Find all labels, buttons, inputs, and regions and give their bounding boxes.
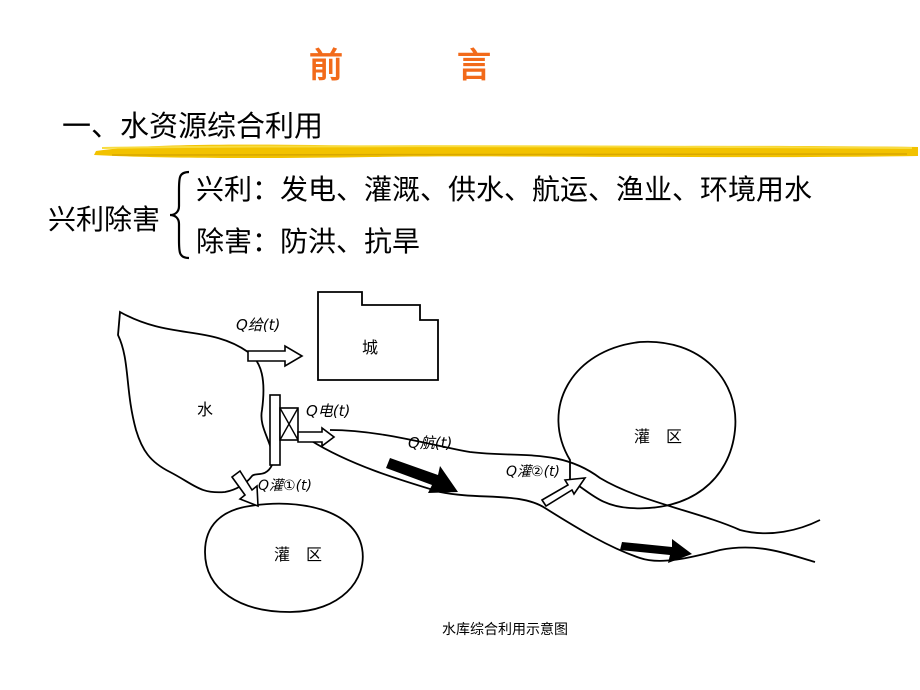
supply-flow-arrow <box>247 344 304 368</box>
flow-power-label: Q电(t) <box>306 402 350 420</box>
downstream-flow-arrow <box>620 539 692 563</box>
city-block <box>317 291 439 381</box>
section-heading: 一、水资源综合利用 <box>62 109 324 143</box>
navigation-flow-arrow <box>386 458 458 493</box>
curly-brace-icon <box>169 170 190 260</box>
flow-irrigation-1-label: Q灌①(t) <box>258 478 312 494</box>
river-upper-bank <box>329 429 821 535</box>
river-lower-bank <box>309 439 816 563</box>
flow-supply-label: Q给(t) <box>236 316 280 334</box>
flow-irrigation-2-label: Q灌②(t) <box>506 464 560 480</box>
reservoir-diagram: 城 水 灌 区 灌 区 Q给(t) Q电(t) Q航(t) Q灌①(t) Q灌②… <box>117 291 821 638</box>
irrigation-area-right <box>557 340 737 510</box>
page-title: 前 言 <box>309 46 531 86</box>
power-flow-arrow <box>297 426 336 448</box>
irrigation-flow-arrow-left <box>230 469 259 508</box>
diagram-caption: 水库综合利用示意图 <box>442 621 568 638</box>
highlight-brush-stroke <box>94 144 918 159</box>
flow-navigation-label: Q航(t) <box>408 434 452 452</box>
benefit-item-chuhai: 除害：防洪、抗旱 <box>196 225 421 258</box>
benefit-label: 兴利除害 <box>48 203 161 236</box>
city-label: 城 <box>362 338 378 357</box>
reservoir-outline <box>117 310 274 494</box>
irrigation-label-left: 灌 区 <box>274 545 322 564</box>
reservoir-label: 水 <box>197 400 213 419</box>
dam-structure <box>269 394 281 466</box>
irrigation-flow-arrow-right <box>540 477 587 508</box>
irrigation-area-left <box>204 502 364 613</box>
benefit-item-xingli: 兴利：发电、灌溉、供水、航运、渔业、环境用水 <box>196 173 813 206</box>
irrigation-label-right: 灌 区 <box>634 427 682 446</box>
